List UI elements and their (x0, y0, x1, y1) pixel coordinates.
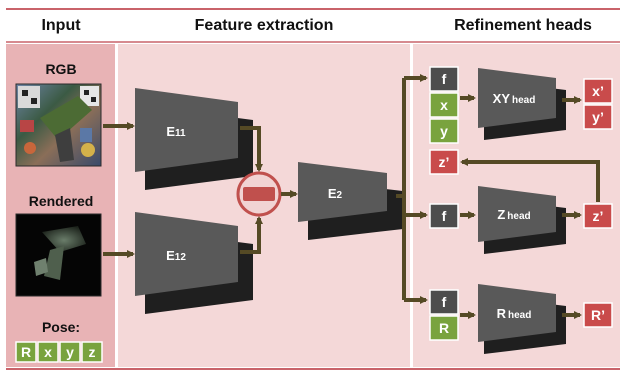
pose-cell-r (15, 341, 37, 363)
arrow-e12-to-subtract (240, 216, 263, 254)
xy-cell-x (429, 92, 459, 118)
r-output-r-prime-text: R’ (591, 307, 605, 323)
pose-label: Pose: (42, 319, 80, 335)
rgb-image (15, 83, 102, 167)
xy-output-y-prime (583, 104, 613, 130)
rendered-image (15, 213, 102, 297)
encoder-e11-label: E11 (166, 124, 186, 139)
xy-cell-y (429, 118, 459, 144)
encoder-e2-label: E2 (328, 186, 343, 201)
xy-output-y-prime-text: y’ (592, 109, 604, 125)
z-cell-f-text: f (442, 208, 447, 224)
pose-cell-z-text: z (89, 344, 96, 360)
xy-cell-f (429, 66, 459, 92)
z-output-z-prime (583, 203, 613, 229)
section-title-feature-extraction: Feature extraction (195, 17, 334, 34)
pose-cell-x (37, 341, 59, 363)
encoder-e2: E2 (298, 162, 403, 240)
r-cell-r (429, 315, 459, 341)
minus-icon (243, 187, 275, 201)
pose-cell-z (81, 341, 103, 363)
pose-cell-y-text: y (66, 344, 74, 360)
encoder-e11: E11 (135, 88, 253, 190)
r-cell-f (429, 289, 459, 315)
arrow-z-feedback (460, 158, 600, 202)
xy-cell-f-text: f (442, 71, 447, 87)
rgb-label: RGB (45, 61, 76, 77)
z-output-z-prime-text: z’ (593, 208, 604, 224)
rendered-label: Rendered (29, 193, 94, 209)
xy-cell-x-text: x (440, 97, 448, 113)
pose-cell-r-text: R (21, 344, 31, 360)
r-cell-f-text: f (442, 294, 447, 310)
xy-output-x-prime-text: x’ (592, 83, 604, 99)
xy-output-x-prime (583, 78, 613, 104)
encoder-e12-label: E12 (166, 248, 186, 263)
xy-cell-z-prime-text: z’ (439, 154, 450, 170)
subtraction-node (236, 171, 282, 217)
xy-cell-z-prime (429, 149, 459, 175)
pose-cell-y (59, 341, 81, 363)
pose-cell-x-text: x (44, 344, 52, 360)
section-title-refinement-heads: Refinement heads (454, 17, 592, 34)
encoder-e12: E12 (135, 212, 253, 314)
xy-cell-y-text: y (440, 123, 448, 139)
pose-vector: R x y z (15, 341, 103, 363)
r-output-r-prime (583, 302, 613, 328)
arrow-e11-to-subtract (240, 126, 263, 172)
r-cell-r-text: R (439, 320, 449, 336)
z-cell-f (429, 203, 459, 229)
section-title-input: Input (41, 17, 81, 34)
